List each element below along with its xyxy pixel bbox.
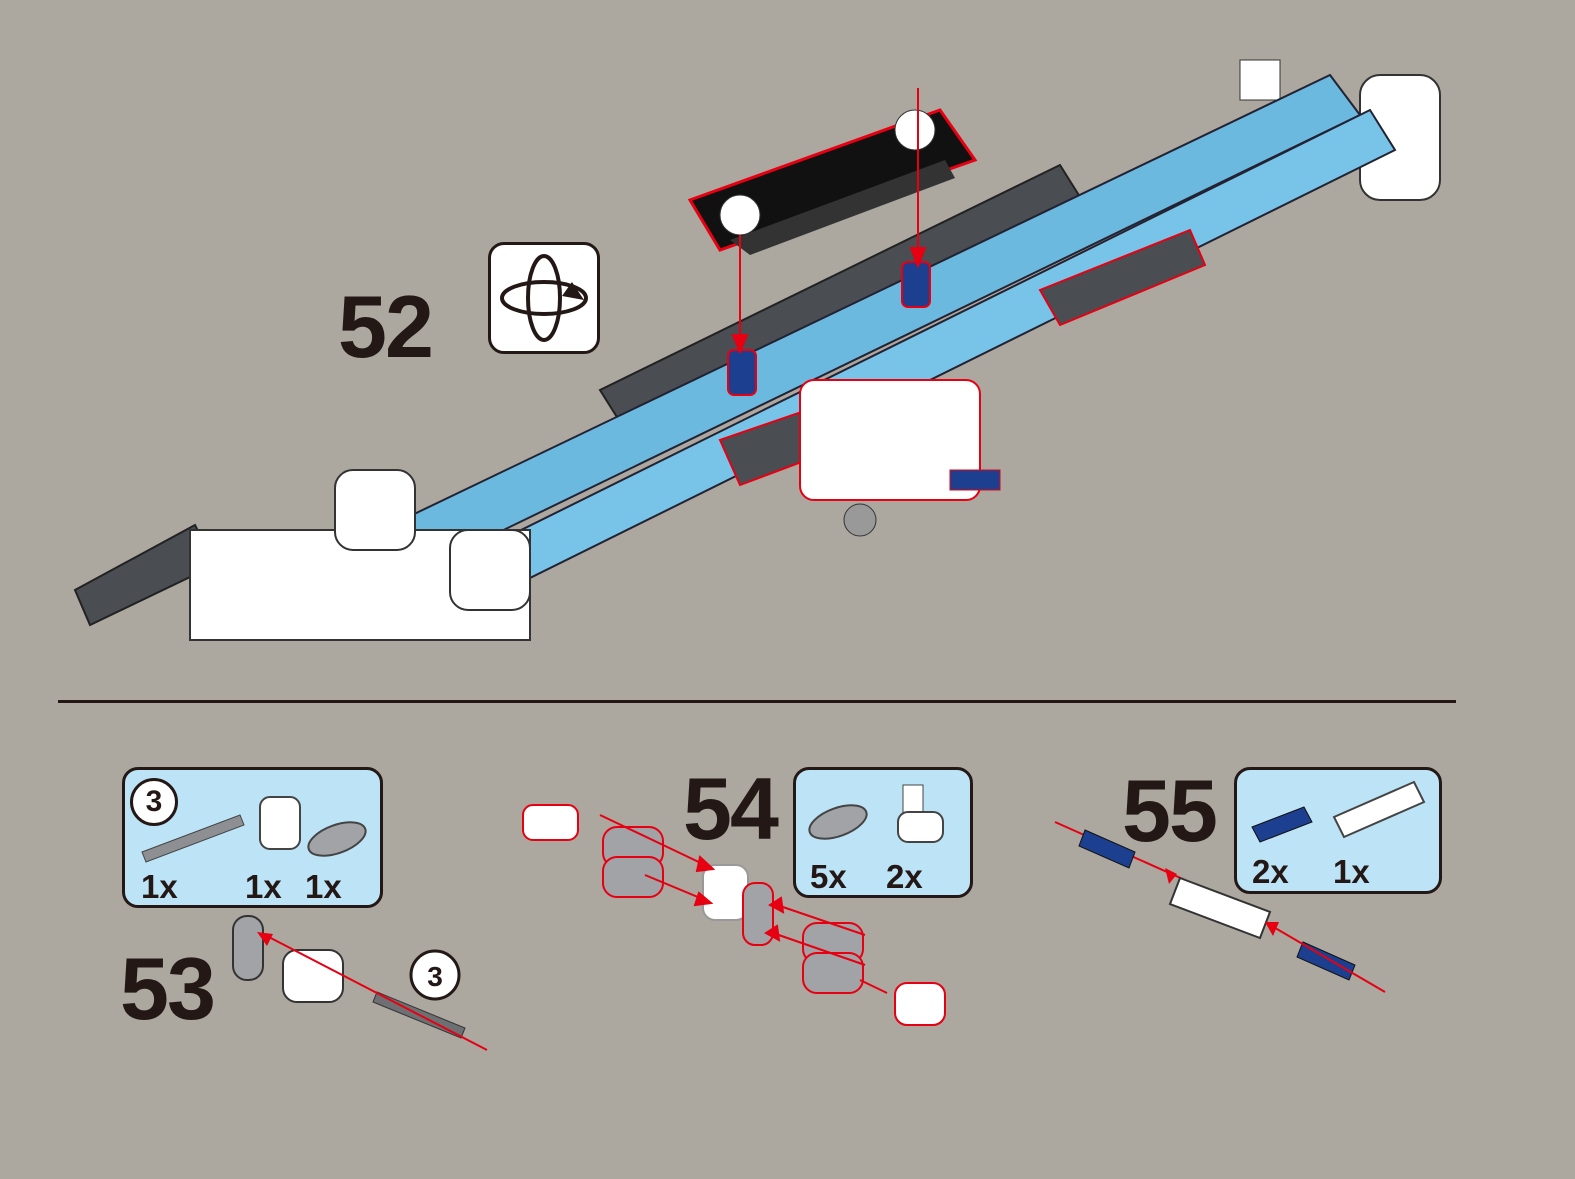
part-qty: 1x [245, 868, 282, 905]
step-55-number: 55 [1122, 761, 1218, 860]
step-54-number: 54 [683, 759, 779, 858]
white-frame-right [1239, 59, 1441, 201]
step-54-part-icons [808, 784, 944, 843]
step-divider [58, 700, 1456, 703]
step-53-illustration: 3 [232, 915, 488, 1051]
part-qty: 1x [141, 868, 178, 905]
step-53-number: 53 [120, 939, 216, 1038]
step-52-number: 52 [338, 277, 434, 376]
step-54-parts-box: 5x 2x [793, 767, 973, 898]
step-55-parts-box: 2x 1x [1234, 767, 1442, 894]
black-liftarm-new [687, 108, 978, 255]
new-dark-liftarm-right [1038, 228, 1207, 327]
step-55-illustration [1054, 821, 1386, 993]
part-qty: 2x [886, 858, 923, 895]
part-qty: 1x [1333, 853, 1370, 890]
axle-length-badge: 3 [130, 778, 178, 826]
step-53-parts-box: 3 1x 1x 1x [122, 767, 383, 908]
step-53-part-icons [141, 796, 367, 863]
step-55-part-icons [1251, 780, 1426, 843]
part-qty: 2x [1252, 853, 1289, 890]
assembly-arrows [731, 88, 927, 355]
white-frame-left [189, 469, 531, 641]
rotate-model-icon [488, 242, 600, 354]
blue-pins [727, 261, 931, 396]
step-54-illustration [522, 804, 946, 1026]
part-qty: 1x [305, 868, 342, 905]
new-assembly-center [718, 379, 1001, 537]
part-qty: 5x [810, 858, 847, 895]
step-52-illustration [73, 59, 1441, 641]
axle-length-callout: 3 [427, 961, 443, 992]
